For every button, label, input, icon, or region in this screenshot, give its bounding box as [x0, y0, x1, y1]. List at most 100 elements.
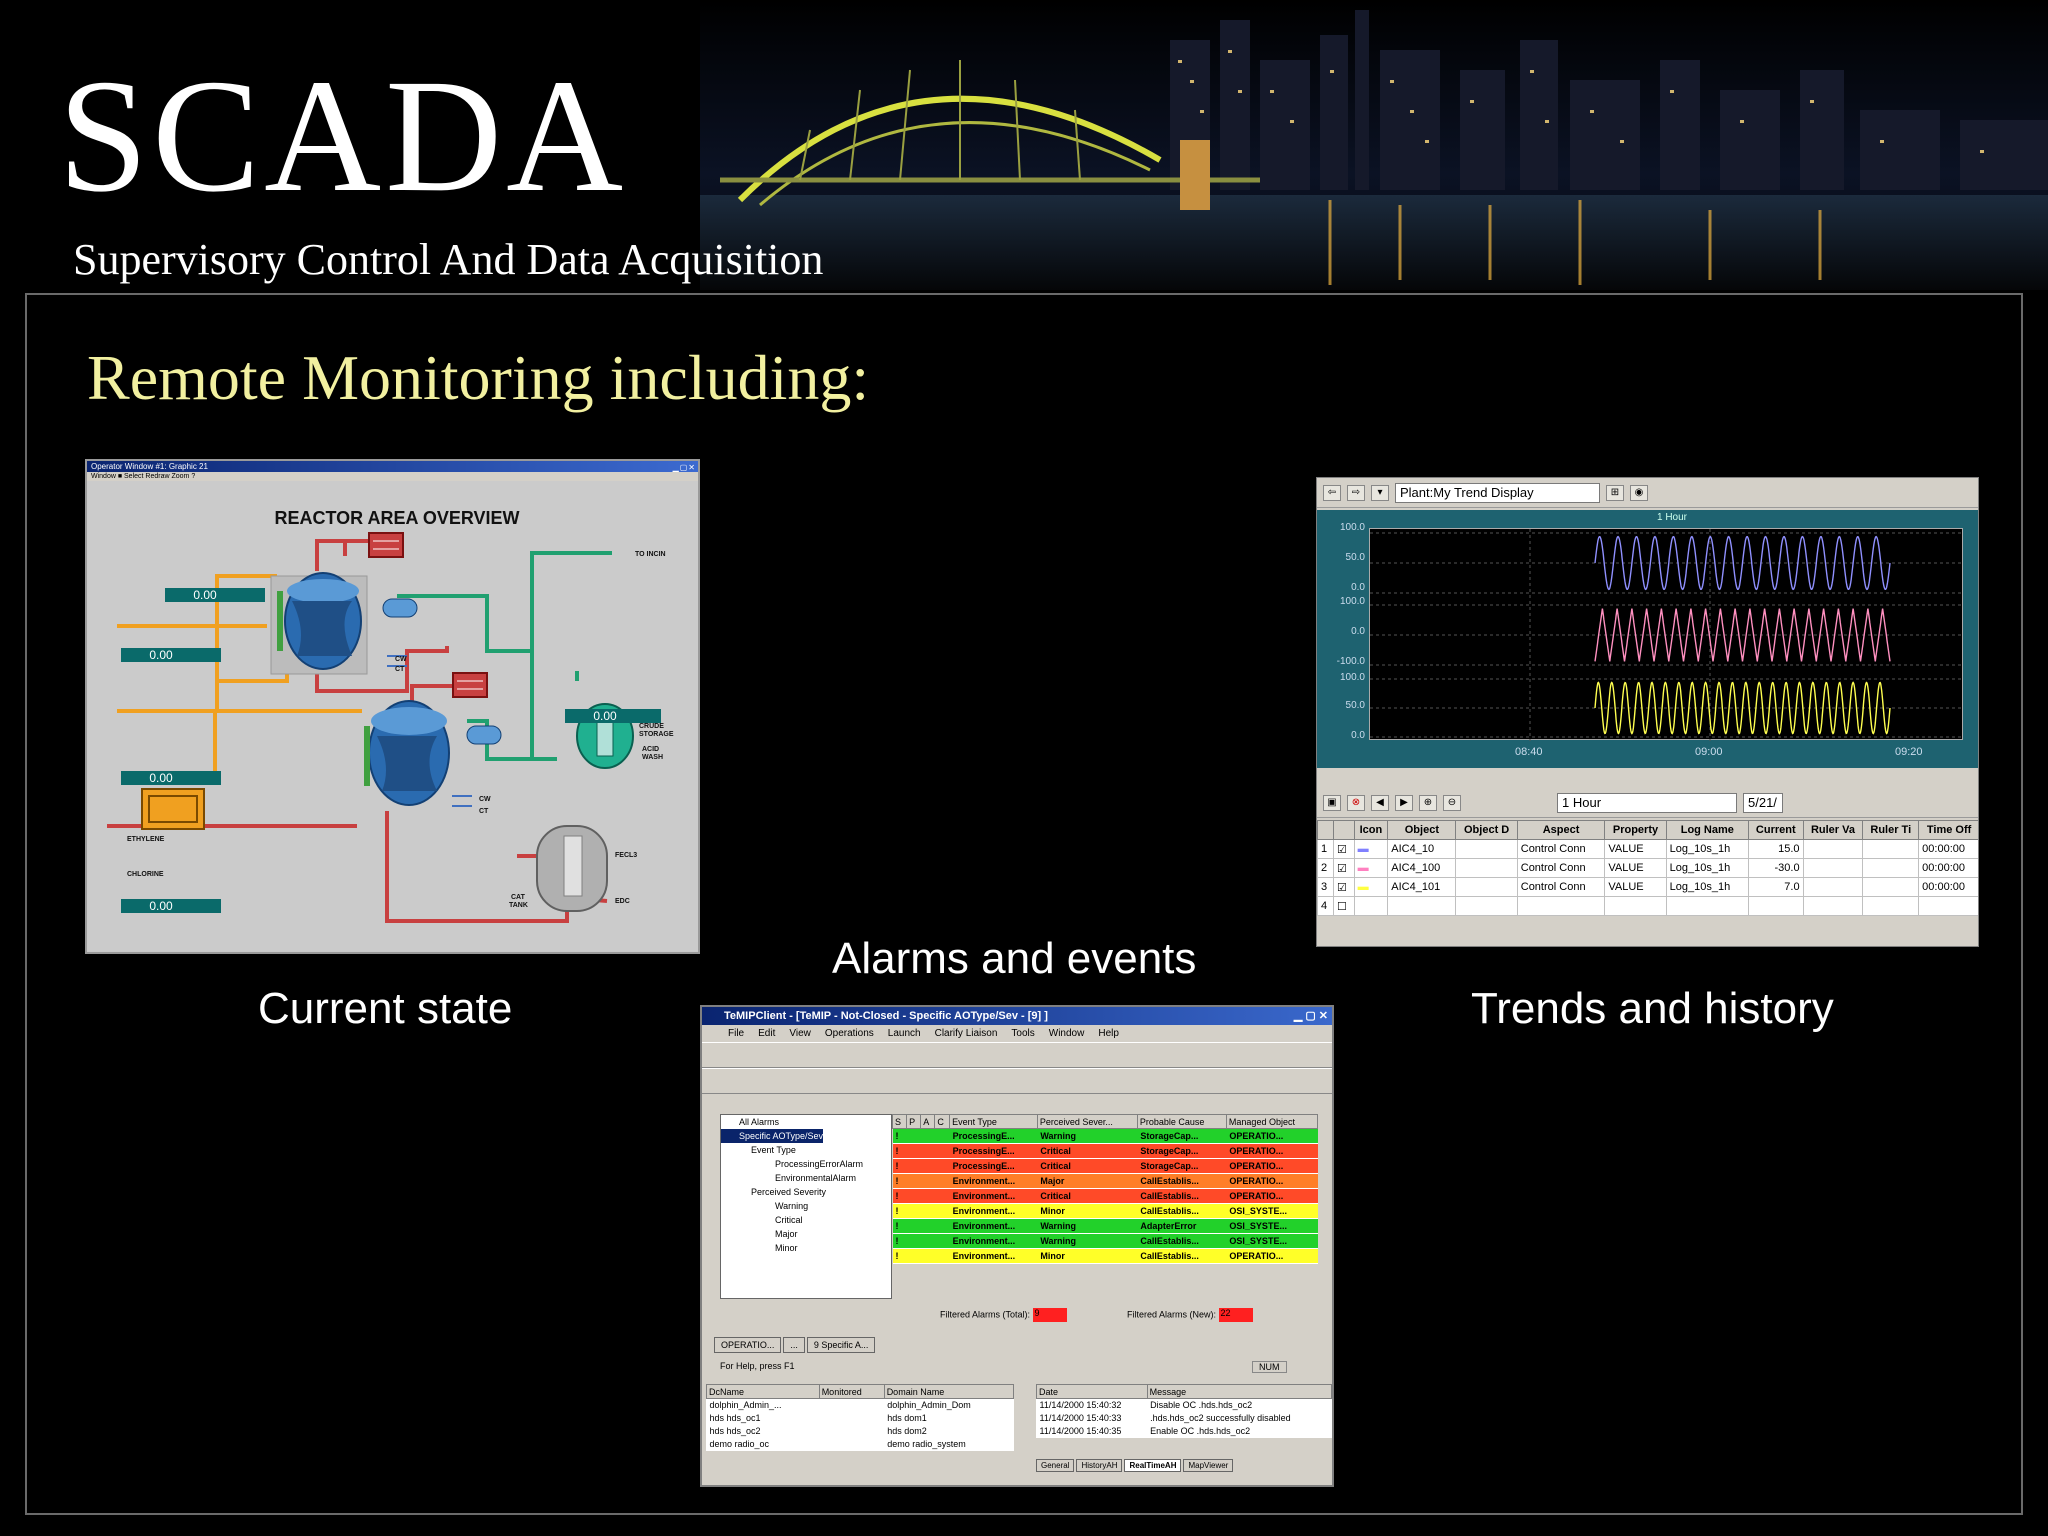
menu-item[interactable]: File: [728, 1028, 745, 1039]
column-header[interactable]: Managed Object: [1225, 1114, 1319, 1129]
column-header[interactable]: Log Name: [1665, 820, 1750, 840]
zoom-in-icon[interactable]: ⊕: [1419, 794, 1437, 811]
zoom-out-icon[interactable]: ⊖: [1443, 794, 1461, 811]
checkbox-icon[interactable]: ☑: [1333, 877, 1355, 897]
column-header[interactable]: [1333, 820, 1355, 840]
alarm-tab[interactable]: ...: [783, 1337, 805, 1353]
menu-item[interactable]: Help: [1098, 1028, 1119, 1039]
log-row[interactable]: 11/14/2000 15:40:33.hds.hds_oc2 successf…: [1037, 1412, 1332, 1425]
pin-icon[interactable]: ⊞: [1606, 484, 1624, 501]
column-header[interactable]: Icon: [1353, 820, 1389, 840]
column-header[interactable]: Probable Cause: [1136, 1114, 1227, 1129]
column-header[interactable]: [1317, 820, 1334, 840]
reactor-menubar[interactable]: Window ■ Select Redraw Zoom ?: [87, 472, 698, 481]
menu-item[interactable]: Tools: [1011, 1028, 1035, 1039]
column-header[interactable]: Date: [1036, 1384, 1148, 1399]
bottom-tab[interactable]: MapViewer: [1183, 1459, 1234, 1472]
tree-item[interactable]: EnvironmentalAlarm: [775, 1173, 857, 1183]
probable-cause-cell: StorageCap...: [1137, 1158, 1227, 1174]
column-header[interactable]: P: [906, 1114, 922, 1129]
trend-display-select[interactable]: Plant:My Trend Display: [1395, 482, 1600, 503]
tree-item[interactable]: Warning: [775, 1201, 809, 1211]
column-header[interactable]: Current: [1748, 820, 1804, 840]
window-buttons-icon[interactable]: ▁ ▢ ✕: [1293, 1010, 1328, 1022]
column-header[interactable]: DcName: [706, 1384, 820, 1399]
trend-series-line-2: [1594, 608, 1891, 662]
column-header[interactable]: A: [920, 1114, 936, 1129]
menu-item[interactable]: Clarify Liaison: [934, 1028, 998, 1039]
rewind-icon[interactable]: ◀: [1371, 794, 1389, 811]
column-header[interactable]: Domain Name: [883, 1384, 1015, 1399]
ruler-time-cell: [1862, 896, 1920, 916]
dc-row[interactable]: dolphin_Admin_...dolphin_Admin_Dom: [707, 1399, 1014, 1412]
tree-item[interactable]: Major: [775, 1229, 798, 1239]
play-icon[interactable]: ▶: [1395, 794, 1413, 811]
alarm-flag-icon: [920, 1248, 935, 1264]
stop-icon[interactable]: ⊗: [1347, 794, 1365, 811]
window-buttons-icon[interactable]: ▁▢✕: [672, 463, 696, 472]
menu-item[interactable]: Launch: [887, 1028, 921, 1039]
bottom-tab[interactable]: RealTimeAH: [1124, 1459, 1182, 1472]
column-header[interactable]: Ruler Va: [1802, 820, 1864, 840]
tree-item[interactable]: All Alarms: [739, 1117, 780, 1127]
eye-icon[interactable]: ◉: [1630, 484, 1648, 501]
bottom-tab[interactable]: HistoryAH: [1076, 1459, 1123, 1472]
column-header[interactable]: Perceived Sever...: [1036, 1114, 1138, 1129]
menu-item[interactable]: Operations: [824, 1028, 874, 1039]
alarm-tab[interactable]: 9 Specific A...: [806, 1337, 876, 1353]
back-arrow-icon[interactable]: ⇦: [1323, 484, 1341, 501]
tree-item[interactable]: Minor: [775, 1243, 798, 1253]
checkbox-icon[interactable]: ☑: [1333, 839, 1355, 859]
tree-icon[interactable]: ▾: [1371, 484, 1389, 501]
tree-item[interactable]: Perceived Severity: [751, 1187, 827, 1197]
tree-item[interactable]: Specific AOType/Sev: [721, 1129, 824, 1143]
column-header[interactable]: Message: [1146, 1384, 1332, 1399]
column-header[interactable]: Aspect: [1516, 820, 1606, 840]
menu-item[interactable]: View: [789, 1028, 811, 1039]
column-header[interactable]: Ruler Ti: [1862, 820, 1920, 840]
forward-arrow-icon[interactable]: ⇨: [1347, 484, 1365, 501]
bottom-tab[interactable]: General: [1036, 1459, 1075, 1472]
column-header[interactable]: Object: [1387, 820, 1457, 840]
menu-item[interactable]: Edit: [758, 1028, 776, 1039]
checkbox-icon[interactable]: ☑: [1333, 858, 1355, 878]
checkbox-icon[interactable]: ☐: [1333, 896, 1355, 916]
column-header[interactable]: Monitored: [818, 1384, 885, 1399]
tree-item[interactable]: Event Type: [751, 1145, 796, 1155]
menu-item[interactable]: Window: [1048, 1028, 1085, 1039]
column-header[interactable]: Event Type: [949, 1114, 1038, 1129]
property-cell: [1604, 896, 1667, 916]
tree-item[interactable]: ProcessingErrorAlarm: [775, 1159, 864, 1169]
alarm-tab[interactable]: OPERATIO...: [714, 1337, 782, 1353]
column-header[interactable]: Time Off: [1918, 820, 1978, 840]
date-field[interactable]: 5/21/: [1743, 792, 1783, 813]
tree-item[interactable]: Critical: [775, 1215, 803, 1225]
save-icon[interactable]: ▣: [1323, 794, 1341, 811]
column-header[interactable]: S: [891, 1114, 908, 1129]
time-offset-cell: 00:00:00: [1918, 839, 1978, 859]
column-header[interactable]: Property: [1604, 820, 1667, 840]
label-acid-2: WASH: [642, 754, 663, 761]
column-header[interactable]: Object D: [1455, 820, 1518, 840]
column-header[interactable]: C: [934, 1114, 951, 1129]
time-range-select[interactable]: 1 Hour: [1557, 792, 1737, 813]
table-row[interactable]: 4☐: [1317, 896, 1978, 916]
